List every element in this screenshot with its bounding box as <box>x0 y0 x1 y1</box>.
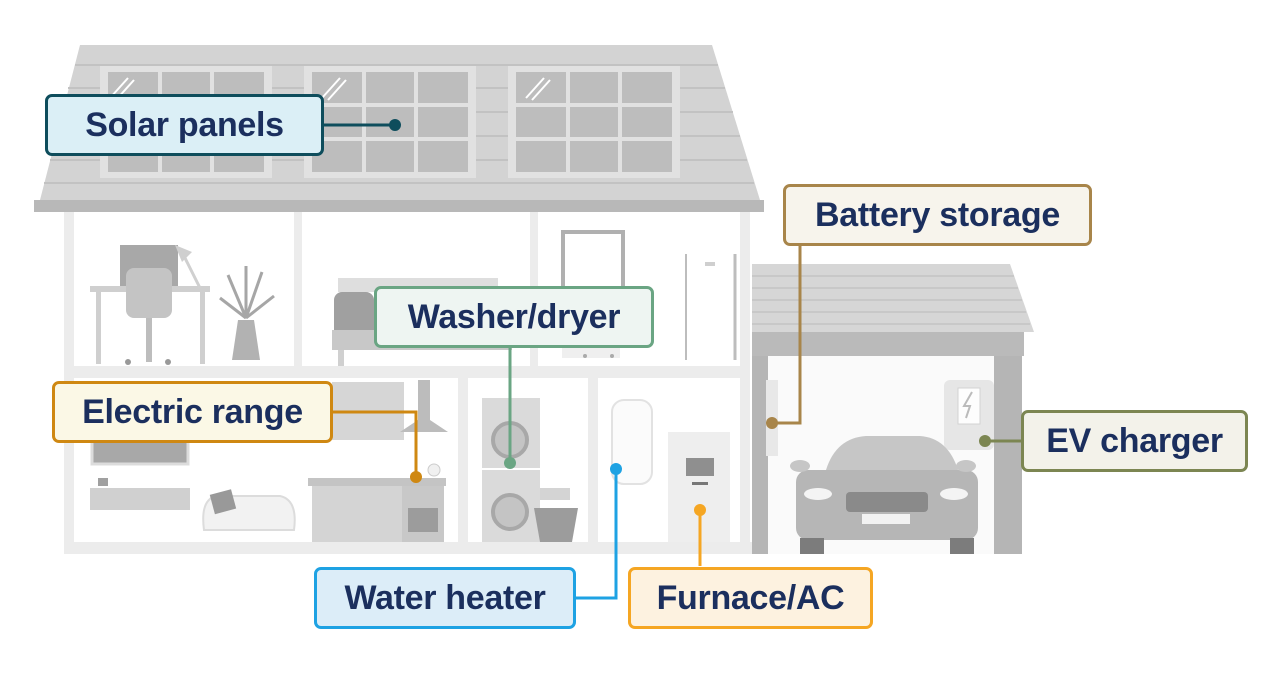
callout-dots <box>389 119 991 516</box>
electric-car <box>790 436 978 554</box>
solar-panel <box>508 66 680 178</box>
furnace-ac-label: Furnace/AC <box>628 567 873 629</box>
solar-panels-text: Solar panels <box>85 105 284 144</box>
washer-dryer-label: Washer/dryer <box>374 286 654 348</box>
battery-storage-leader <box>772 246 802 425</box>
water-heater-dot <box>610 463 622 475</box>
utility-room <box>611 399 730 542</box>
solar-panels-label: Solar panels <box>45 94 324 156</box>
battery-storage-label: Battery storage <box>783 184 1092 246</box>
laundry <box>482 398 578 542</box>
electric-range-text: Electric range <box>82 392 303 431</box>
water-heater-label: Water heater <box>314 567 576 629</box>
washer-dryer-text: Washer/dryer <box>407 297 621 336</box>
furnace-ac-dot <box>694 504 706 516</box>
electric-range-label: Electric range <box>52 381 333 443</box>
furnace-ac-text: Furnace/AC <box>656 578 845 617</box>
ev-charger-label: EV charger <box>1021 410 1248 472</box>
battery-storage-dot <box>766 417 778 429</box>
water-heater-text: Water heater <box>344 578 546 617</box>
water-heater-leader <box>574 469 618 600</box>
ev-charger-text: EV charger <box>1046 421 1223 460</box>
electric-range-leader <box>332 410 418 477</box>
solar-panels-dot <box>389 119 401 131</box>
office-furniture <box>90 245 275 365</box>
battery-storage-text: Battery storage <box>815 195 1060 234</box>
ev-charger-dot <box>979 435 991 447</box>
electric-range-dot <box>410 471 422 483</box>
callout-lines <box>322 123 1022 600</box>
washer-dryer-dot <box>504 457 516 469</box>
